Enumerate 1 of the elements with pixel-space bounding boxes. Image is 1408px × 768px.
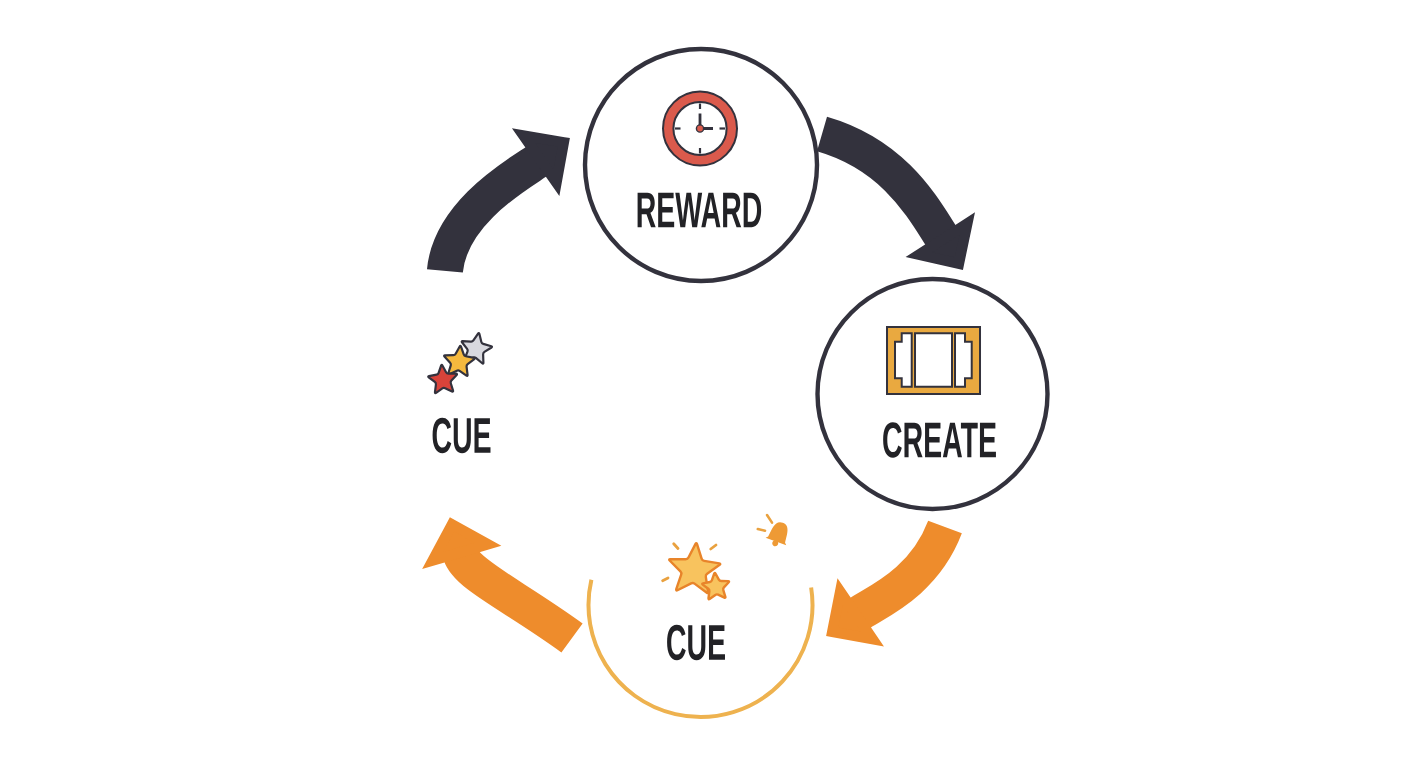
step-label: CUE bbox=[432, 417, 491, 454]
